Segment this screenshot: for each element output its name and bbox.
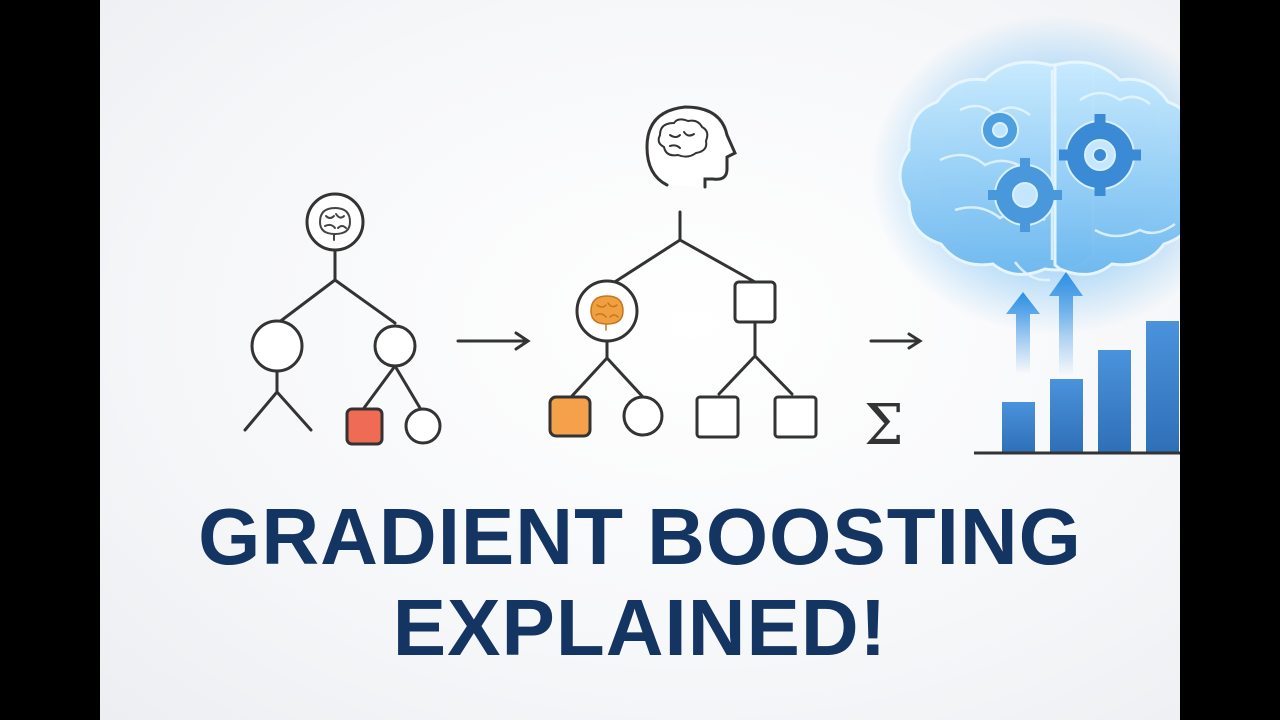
brain-icon: [318, 206, 352, 241]
tree-1-left-node: [250, 319, 304, 373]
tree-1-right-node: [373, 324, 417, 368]
diagram-art: Σ: [243, 15, 1180, 458]
bar-1: [1002, 402, 1035, 452]
arrow-1: [456, 331, 531, 351]
tree-1-red-leaf: [345, 407, 384, 446]
gear-icon: [1059, 114, 1141, 196]
bar-3: [1098, 350, 1131, 452]
up-arrow-icon: [1006, 292, 1040, 374]
tree-2-leaf-circle: [622, 395, 664, 437]
glowing-brain: [870, 15, 1180, 335]
bar-4: [1146, 321, 1179, 452]
tree-1-leaf-circle: [404, 407, 442, 445]
tree-1: [243, 192, 442, 446]
headline-line-1: GRADIENT BOOSTING: [198, 492, 1082, 581]
brain-icon: [590, 295, 624, 331]
head-brain-icon: [645, 105, 737, 189]
tree-2-orange-leaf: [548, 395, 592, 438]
tree-2-leaf-square-1: [695, 395, 740, 439]
tree-2: [548, 105, 818, 439]
tree-2-square-node: [733, 280, 777, 324]
sum-symbol: Σ: [864, 393, 904, 458]
tree-2-leaf-square-2: [773, 395, 818, 439]
gear-icon: [981, 111, 1019, 149]
arrow-2: [869, 332, 923, 350]
growth-bars: [974, 272, 1180, 455]
thumbnail-canvas: Σ: [100, 0, 1180, 720]
headline-line-2: EXPLAINED!: [392, 583, 888, 672]
bar-2: [1050, 379, 1083, 452]
gear-icon: [988, 158, 1062, 232]
up-arrow-icon: [1049, 272, 1083, 376]
